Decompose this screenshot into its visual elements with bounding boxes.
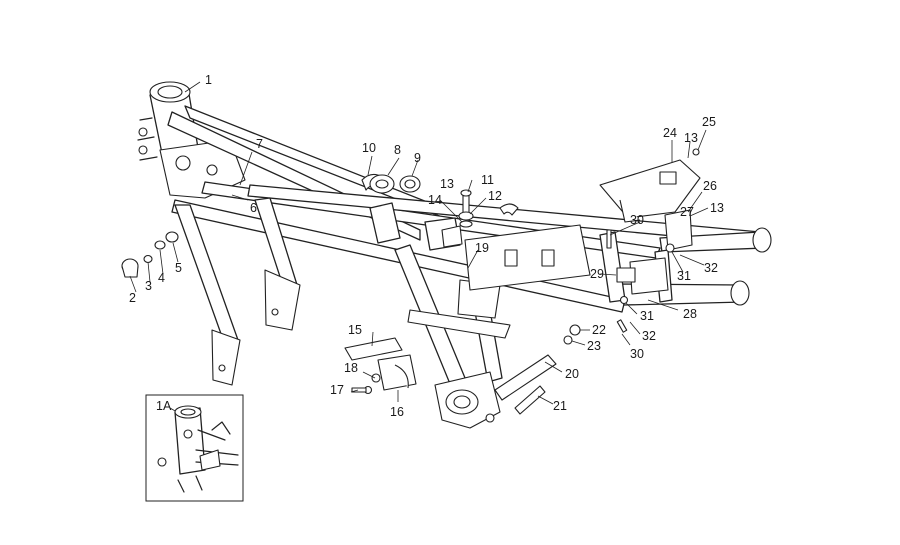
steering-bushing-set [121,231,179,278]
callout-28: 28 [683,307,697,321]
callout-20: 20 [565,367,579,381]
callout-32-a: 32 [704,261,718,275]
nut-22 [569,324,581,336]
rear-plate-27 [664,209,693,251]
callout-31-a: 31 [677,269,691,283]
block-29 [616,267,636,283]
callout-15: 15 [348,323,362,337]
callout-13-b: 13 [684,131,698,145]
callout-25: 25 [702,115,716,129]
callout-24: 24 [663,126,677,140]
down-tube-left [174,204,239,346]
callout-23: 23 [587,339,601,353]
callout-32-b: 32 [642,329,656,343]
callout-19: 19 [475,241,489,255]
callout-14: 14 [428,193,442,207]
callout-8: 8 [394,143,401,157]
callout-29: 29 [590,267,604,281]
rear-bracket-24 [599,148,701,223]
lower-bracket-set [344,337,417,395]
callout-21: 21 [553,399,567,413]
callout-10: 10 [362,141,376,155]
callout-7: 7 [256,137,263,151]
clamp-collar-set [361,173,421,194]
callout-9: 9 [414,151,421,165]
leader-lines [129,81,709,405]
callout-31-b: 31 [640,309,654,323]
callout-22: 22 [592,323,606,337]
callout-1: 1 [205,73,212,87]
callout-labels: 1 2 3 4 5 6 7 8 9 10 11 12 13 13 13 14 1… [129,73,724,419]
callout-11: 11 [481,173,494,187]
callout-12: 12 [488,189,502,203]
callout-26: 26 [703,179,717,193]
inset-1a: 1A [145,394,244,502]
callout-6: 6 [250,201,257,215]
callout-5: 5 [175,261,182,275]
callout-16: 16 [390,405,404,419]
side-stand-parts [494,354,557,415]
callout-3: 3 [145,279,152,293]
callout-2: 2 [129,291,136,305]
mount-hardware-cluster [441,189,519,248]
callout-13-c: 13 [710,201,724,215]
callout-30-a: 30 [630,213,644,227]
callout-13-a: 13 [440,177,454,191]
pivot-casting [434,371,501,429]
callout-17: 17 [330,383,344,397]
callout-27: 27 [680,205,694,219]
callout-18: 18 [344,361,358,375]
inset-label: 1A [156,399,172,413]
washer-23 [563,335,573,345]
callout-4: 4 [158,271,165,285]
callout-30-b: 30 [630,347,644,361]
battery-tray [464,224,591,291]
